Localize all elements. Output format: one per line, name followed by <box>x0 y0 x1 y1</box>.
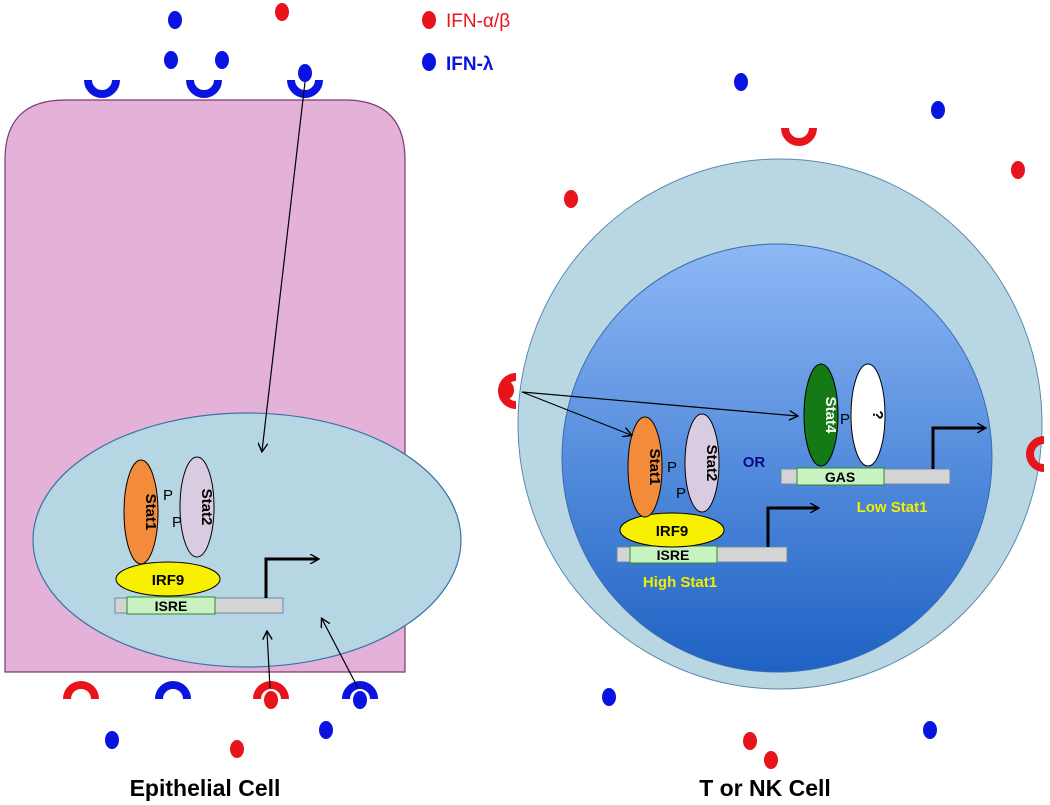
t-nk-gas-label: GAS <box>825 469 855 485</box>
ifnl-ligand <box>923 721 937 739</box>
epithelial-signal-arrow-top <box>262 81 306 451</box>
t-nk-cell: ISRE IRF9 Stat1 Stat2 P P High Stat1 OR … <box>498 127 1045 801</box>
ifnab-ligand <box>1011 161 1025 179</box>
t-nk-irf9-label: IRF9 <box>656 523 689 540</box>
t-nk-low-stat1-label: Low Stat1 <box>857 499 928 516</box>
t-nk-caption: T or NK Cell <box>699 775 831 801</box>
t-nk-isre-label: ISRE <box>657 547 690 563</box>
ifnl-ligand <box>164 51 178 69</box>
t-nk-or-label: OR <box>743 454 766 471</box>
epithelial-ifnab-receptor-2 <box>253 681 289 700</box>
epithelial-ifnl-receptor-4 <box>155 681 191 700</box>
epithelial-isre-label: ISRE <box>155 598 188 614</box>
t-nk-phospho-2: P <box>676 485 686 502</box>
t-nk-unknown-partner <box>850 363 886 467</box>
t-nk-irf9 <box>619 512 725 548</box>
t-nk-stat1-label: Stat1 <box>646 449 663 486</box>
t-nk-stat4 <box>803 363 839 467</box>
epithelial-ifnl-receptor-2 <box>186 79 222 98</box>
t-nk-bound-ifnab <box>500 381 514 399</box>
epithelial-cell: ISRE IRF9 Stat1 Stat2 P P Epithelial Cel… <box>4 64 462 801</box>
ifnab-ligand <box>764 751 778 769</box>
epithelial-ifnl-receptor-5 <box>342 681 378 700</box>
epithelial-caption: Epithelial Cell <box>130 775 281 801</box>
t-nk-signal-arrow-stat1 <box>521 391 631 435</box>
epithelial-phospho-1: P <box>163 487 173 504</box>
t-nk-signal-arrow-stat4 <box>521 391 797 416</box>
t-nk-ifnab-receptor-right <box>1026 436 1045 472</box>
epithelial-signal-arrow-bottom-1 <box>267 632 270 689</box>
epithelial-irf9-label: IRF9 <box>152 572 185 589</box>
t-nk-stat2-label: Stat2 <box>703 445 720 482</box>
ifnl-ligand <box>602 688 616 706</box>
epithelial-phospho-2: P <box>172 514 182 531</box>
epithelial-stat1-label: Stat1 <box>142 494 159 531</box>
ifnl-ligand <box>734 73 748 91</box>
ifnab-ligand <box>275 3 289 21</box>
ifnl-ligand <box>319 721 333 739</box>
epithelial-stat2-label: Stat2 <box>198 489 215 526</box>
t-nk-phospho-1: P <box>667 459 677 476</box>
ifnab-ligand <box>230 740 244 758</box>
ifnab-ligand <box>743 732 757 750</box>
epithelial-nucleus <box>32 412 462 668</box>
t-nk-ifnab-receptor-top <box>781 127 817 146</box>
epithelial-transcription-arrow <box>264 559 318 598</box>
t-nk-stat1 <box>627 416 663 518</box>
ifnl-ligand <box>931 101 945 119</box>
epithelial-bound-ifnl-bottom <box>353 691 367 709</box>
ifnab-ligand <box>564 190 578 208</box>
epithelial-ifnl-receptor-1 <box>84 79 120 98</box>
epithelial-ifnl-receptor-3 <box>287 79 323 98</box>
t-nk-nucleus <box>561 243 993 673</box>
epithelial-signal-arrow-bottom-2 <box>322 619 359 689</box>
ifnl-ligand <box>105 731 119 749</box>
t-nk-gas-box <box>796 467 885 486</box>
legend-ifn-ab-label: IFN-α/β <box>446 11 510 32</box>
epithelial-ifnab-receptor-1 <box>63 681 99 700</box>
t-nk-stat4-label: Stat4 <box>822 397 839 434</box>
ifnl-ligand <box>215 51 229 69</box>
epithelial-bound-ifnl-top <box>298 64 312 82</box>
ifnl-ligand <box>168 11 182 29</box>
t-nk-stat2 <box>684 413 720 513</box>
legend: IFN-α/β IFN-λ <box>422 11 510 75</box>
t-nk-gas-transcription-arrow <box>931 428 985 469</box>
free-ligands <box>105 3 1025 769</box>
t-nk-phospho-3: P <box>840 411 850 428</box>
t-nk-high-stat1-label: High Stat1 <box>643 574 717 591</box>
epithelial-stat1 <box>123 459 159 565</box>
legend-ifn-ab-dot <box>422 11 436 29</box>
epithelial-stat2 <box>179 456 215 558</box>
epithelial-irf9 <box>115 561 221 597</box>
t-nk-unknown-label: ? <box>869 410 886 419</box>
legend-ifn-l-label: IFN-λ <box>446 54 494 75</box>
epithelial-isre-box <box>126 596 216 615</box>
epithelial-bound-ifnab <box>264 691 278 709</box>
legend-ifn-l-dot <box>422 53 436 71</box>
t-nk-isre-transcription-arrow <box>766 508 818 547</box>
